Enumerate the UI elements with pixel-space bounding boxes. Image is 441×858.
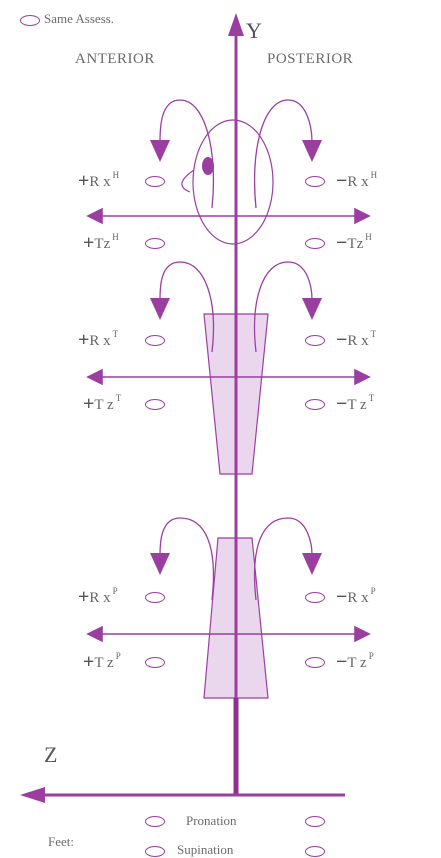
rotation-arrows-pelvis bbox=[159, 517, 313, 601]
head-rot-right-radio[interactable] bbox=[305, 176, 325, 187]
eye-icon bbox=[202, 157, 214, 175]
nose-outline bbox=[181, 169, 195, 193]
trunk-tr-right-radio[interactable] bbox=[305, 399, 325, 410]
rotation-arrowhead-trunk-right bbox=[302, 298, 322, 320]
legend-label: Same Assess. bbox=[44, 11, 115, 26]
translation-arrow-pelvis bbox=[86, 625, 371, 643]
rotation-arrowhead-pelvis-right bbox=[302, 553, 322, 575]
anterior-header: ANTERIOR bbox=[75, 51, 155, 67]
rotation-arrowhead-head-right bbox=[302, 140, 322, 162]
rotation-arrowhead-head-left bbox=[150, 140, 170, 162]
pelvis-tr-left-radio[interactable] bbox=[145, 657, 165, 668]
pronation-right-radio[interactable] bbox=[305, 816, 325, 827]
supination-left-radio[interactable] bbox=[145, 846, 165, 857]
rotation-arrowhead-pelvis-left bbox=[150, 553, 170, 575]
trunk-rot-left-radio[interactable] bbox=[145, 335, 165, 346]
head-tr-left-radio[interactable] bbox=[145, 238, 165, 249]
legend-radio[interactable] bbox=[20, 15, 40, 26]
trunk-rot-right-radio[interactable] bbox=[305, 335, 325, 346]
y-axis-label: Y bbox=[246, 18, 262, 43]
pelvis-rot-right-radio[interactable] bbox=[305, 592, 325, 603]
feet-label: Feet: bbox=[48, 834, 74, 849]
rotation-arrowhead-trunk-left bbox=[150, 298, 170, 320]
rotation-arrows-head bbox=[159, 99, 313, 209]
pelvis-rot-left-radio[interactable] bbox=[145, 592, 165, 603]
head-rot-left-radio[interactable] bbox=[145, 176, 165, 187]
trunk-tr-left-radio[interactable] bbox=[145, 399, 165, 410]
head-outline bbox=[192, 119, 274, 245]
translation-arrow-trunk bbox=[86, 368, 371, 386]
supination-right-radio[interactable] bbox=[305, 846, 325, 857]
head-tr-right-radio[interactable] bbox=[305, 238, 325, 249]
pronation-left-radio[interactable] bbox=[145, 816, 165, 827]
posterior-header: POSTERIOR bbox=[267, 51, 354, 67]
z-axis-arrowhead bbox=[20, 787, 45, 803]
z-axis-label: Z bbox=[44, 742, 58, 767]
y-axis-arrowhead bbox=[228, 13, 244, 36]
translation-arrow-head bbox=[86, 207, 371, 225]
supination-label: Supination bbox=[177, 842, 234, 857]
pelvis-tr-right-radio[interactable] bbox=[305, 657, 325, 668]
rotation-arrows-trunk bbox=[159, 261, 313, 353]
pronation-label: Pronation bbox=[186, 813, 237, 828]
